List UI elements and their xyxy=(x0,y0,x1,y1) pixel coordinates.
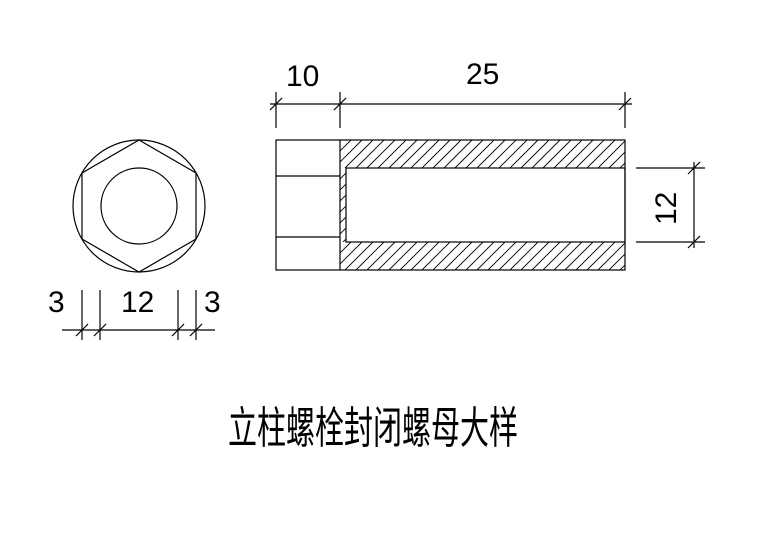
dim-bore-diameter: 12 xyxy=(650,192,683,225)
right-dimension-lines xyxy=(636,161,705,249)
hatch-line xyxy=(340,140,363,163)
hatch-line xyxy=(454,140,484,168)
hatch-line xyxy=(586,140,616,168)
bore-circle xyxy=(100,167,178,245)
hatch-line xyxy=(520,242,550,270)
hatch-bottom xyxy=(340,242,659,270)
hatch-line xyxy=(355,140,385,168)
hatch-line xyxy=(432,242,462,270)
hatch-line xyxy=(542,242,572,270)
hatch-line xyxy=(465,140,495,168)
hatch-line xyxy=(340,216,346,224)
hatch-line xyxy=(575,140,605,168)
hatch-line xyxy=(454,242,484,270)
dim-end-width: 12 xyxy=(121,286,154,319)
hatch-line xyxy=(421,242,451,270)
hatch-line xyxy=(553,140,583,168)
hatch-line xyxy=(608,151,625,168)
hatch-line xyxy=(399,140,429,168)
hatch-line xyxy=(575,242,605,270)
hatch-line xyxy=(465,242,495,270)
hatch-line xyxy=(340,242,363,265)
hatch-line xyxy=(553,242,583,270)
hatch-line xyxy=(531,140,561,168)
hatch-line xyxy=(340,168,341,169)
hatch-line xyxy=(340,242,352,254)
hatch-line xyxy=(432,140,462,168)
hatch-line xyxy=(597,242,625,270)
hatch-line xyxy=(608,253,625,270)
hatch-line xyxy=(476,242,506,270)
hatch-line xyxy=(631,242,659,270)
hatch-line xyxy=(354,168,428,242)
hatch-line xyxy=(487,140,517,168)
drawing-title: 立柱螺栓封闭螺母大样 xyxy=(228,403,518,454)
hatch-line xyxy=(509,140,539,168)
hatch-line xyxy=(366,242,396,270)
hatch-line xyxy=(498,140,528,168)
hatch-line xyxy=(597,140,625,168)
hatch-line xyxy=(586,242,616,270)
dim-end-left: 3 xyxy=(48,286,65,319)
hatch-line xyxy=(564,242,594,270)
hatch-line xyxy=(340,140,341,141)
dim-head-length: 10 xyxy=(286,60,319,93)
hexagon xyxy=(81,139,197,273)
bore xyxy=(345,167,626,243)
hatch-line xyxy=(388,242,418,270)
hatch-line xyxy=(340,227,346,235)
end-view-extension-lines xyxy=(62,290,215,340)
hatch-line xyxy=(564,140,594,168)
hatch-line xyxy=(542,140,572,168)
hatch-line xyxy=(344,242,374,270)
hatch-line xyxy=(340,183,346,191)
hatch-line xyxy=(476,140,506,168)
nut-outline xyxy=(275,139,626,271)
hatch-line xyxy=(410,140,440,168)
hatch-line xyxy=(443,140,473,168)
hatch-line xyxy=(388,140,418,168)
top-dimension-lines xyxy=(269,92,632,128)
hatch-line xyxy=(619,264,625,270)
dim-end-right: 3 xyxy=(204,286,221,319)
hatch-line xyxy=(366,140,396,168)
hatch-line xyxy=(520,140,550,168)
hatch-line xyxy=(344,140,374,168)
hatch-line xyxy=(342,238,346,242)
hatch-line xyxy=(340,242,341,243)
hatch-line xyxy=(399,242,429,270)
end-view: 3 12 3 xyxy=(48,139,221,340)
hatch-line xyxy=(498,242,528,270)
hatch-line xyxy=(487,242,517,270)
hatch-line xyxy=(377,140,407,168)
hatch-line xyxy=(443,242,473,270)
dim-body-length: 25 xyxy=(466,58,499,91)
hatch-line xyxy=(340,140,352,152)
hatch-left-wall xyxy=(340,168,428,242)
hatch-line xyxy=(631,140,659,168)
outer-circle xyxy=(72,139,206,273)
hatch-line xyxy=(509,242,539,270)
hatch-line xyxy=(340,205,346,213)
hatch-line xyxy=(355,242,385,270)
hatch-line xyxy=(340,194,346,202)
hatch-top xyxy=(340,140,659,168)
hatch-line xyxy=(421,140,451,168)
side-view: 10 25 12 xyxy=(269,58,705,271)
hatch-line xyxy=(531,242,561,270)
hatch-line xyxy=(377,242,407,270)
hatch-line xyxy=(410,242,440,270)
hatch-line xyxy=(619,162,625,168)
